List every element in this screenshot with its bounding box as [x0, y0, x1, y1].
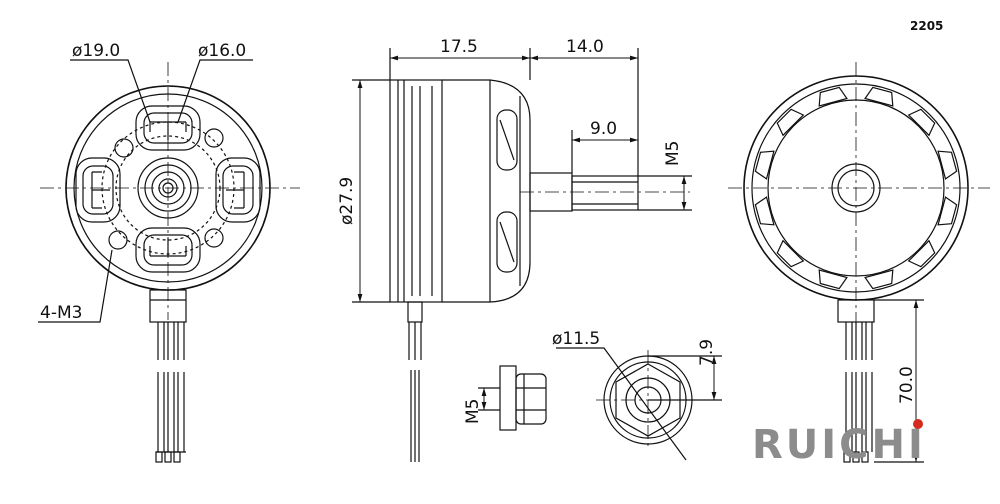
rear-vent-slot	[754, 150, 775, 180]
rear-vent-slot	[776, 108, 805, 137]
rear-vent-slot	[907, 108, 936, 137]
front-view	[38, 59, 300, 463]
model-number: 2205	[910, 19, 943, 33]
dim-shaft-thread: M5	[663, 141, 683, 166]
dim-nut-height: 7.9	[697, 339, 717, 366]
mount-slot-right	[215, 157, 261, 223]
rear-vent-slot	[864, 86, 894, 107]
dim-mount-holes: 4-M3	[40, 303, 82, 323]
dim-nut-thread: M5	[463, 399, 483, 424]
dim-front-inner-dia: ø16.0	[198, 41, 246, 61]
dim-shaft-length: 14.0	[566, 37, 604, 57]
mount-slot-top	[135, 105, 201, 151]
rear-vent-slot	[937, 196, 958, 226]
dim-front-outer-dia: ø19.0	[72, 41, 120, 61]
rear-vent-slot	[818, 86, 848, 107]
brand-logo: RUICHI	[752, 419, 926, 468]
dim-body-dia: ø27.9	[337, 177, 357, 225]
dim-thread-length: 9.0	[590, 119, 617, 139]
dim-lead-length: 70.0	[897, 366, 917, 404]
logo-text: RUICHI	[752, 422, 926, 468]
logo-dot-icon	[913, 419, 923, 429]
rear-vent-slot	[754, 196, 775, 226]
side-view	[352, 48, 692, 462]
rear-vent-slot	[907, 239, 936, 268]
dim-nut-dia: ø11.5	[552, 329, 600, 349]
mount-slot-left	[75, 157, 121, 223]
rear-vent-slot	[776, 239, 805, 268]
nut-front-view	[556, 347, 722, 461]
rear-vent-slot	[864, 269, 894, 290]
rear-vent-slot	[937, 150, 958, 180]
mount-slot-bottom	[135, 227, 201, 273]
rear-view	[728, 62, 990, 463]
rear-vent-slot	[818, 269, 848, 290]
nut-side-view	[478, 365, 547, 431]
dim-body-length: 17.5	[440, 37, 478, 57]
